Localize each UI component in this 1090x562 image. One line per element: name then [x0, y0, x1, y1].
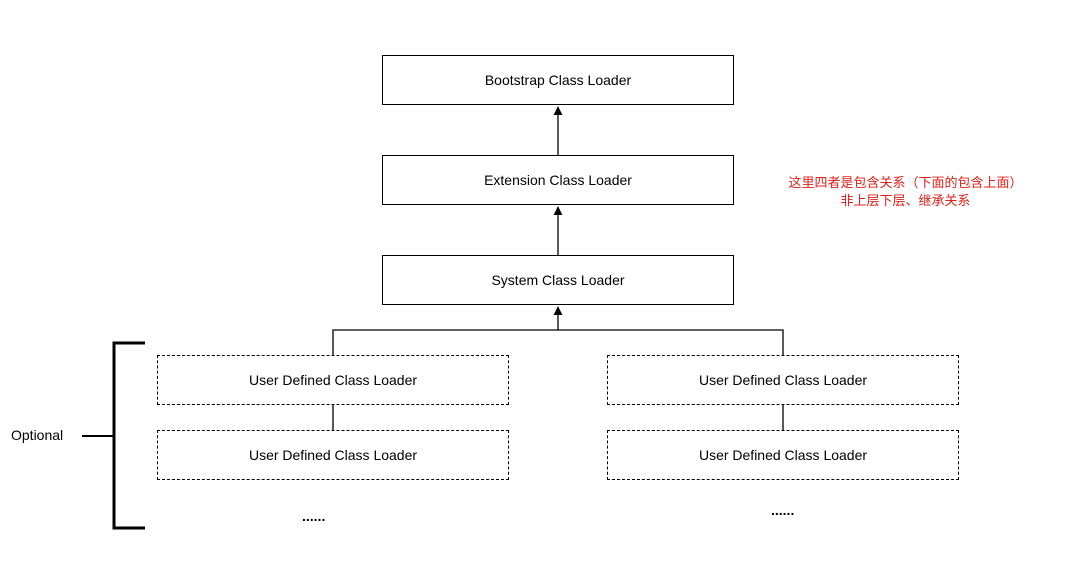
tree-connector: [332, 329, 784, 355]
annotation-note: 这里四者是包含关系（下面的包含上面） 非上层下层、继承关系: [768, 175, 1043, 211]
extension-class-loader-box: Extension Class Loader: [382, 155, 734, 205]
system-class-loader-box: System Class Loader: [382, 255, 734, 305]
user-defined-loader-left-1: User Defined Class Loader: [157, 355, 509, 405]
annotation-note-line-1: 这里四者是包含关系（下面的包含上面）: [788, 176, 1023, 191]
user-defined-loader-right-1: User Defined Class Loader: [607, 355, 959, 405]
optional-label: Optional: [11, 427, 64, 443]
user-defined-loader-label: User Defined Class Loader: [248, 447, 418, 463]
optional-bracket: [112, 341, 145, 530]
user-defined-loader-right-2: User Defined Class Loader: [607, 430, 959, 480]
user-defined-loader-label: User Defined Class Loader: [248, 372, 418, 388]
user-defined-loader-left-2: User Defined Class Loader: [157, 430, 509, 480]
user-defined-loader-label: User Defined Class Loader: [698, 372, 868, 388]
ellipsis-right: ......: [771, 502, 795, 518]
system-class-loader-label: System Class Loader: [491, 272, 625, 288]
extension-class-loader-label: Extension Class Loader: [484, 172, 632, 188]
annotation-note-line-2: 非上层下层、继承关系: [840, 194, 971, 209]
ellipsis-left: ......: [302, 508, 326, 524]
user-defined-loader-label: User Defined Class Loader: [698, 447, 868, 463]
bootstrap-class-loader-box: Bootstrap Class Loader: [382, 55, 734, 105]
bootstrap-class-loader-label: Bootstrap Class Loader: [484, 72, 632, 88]
